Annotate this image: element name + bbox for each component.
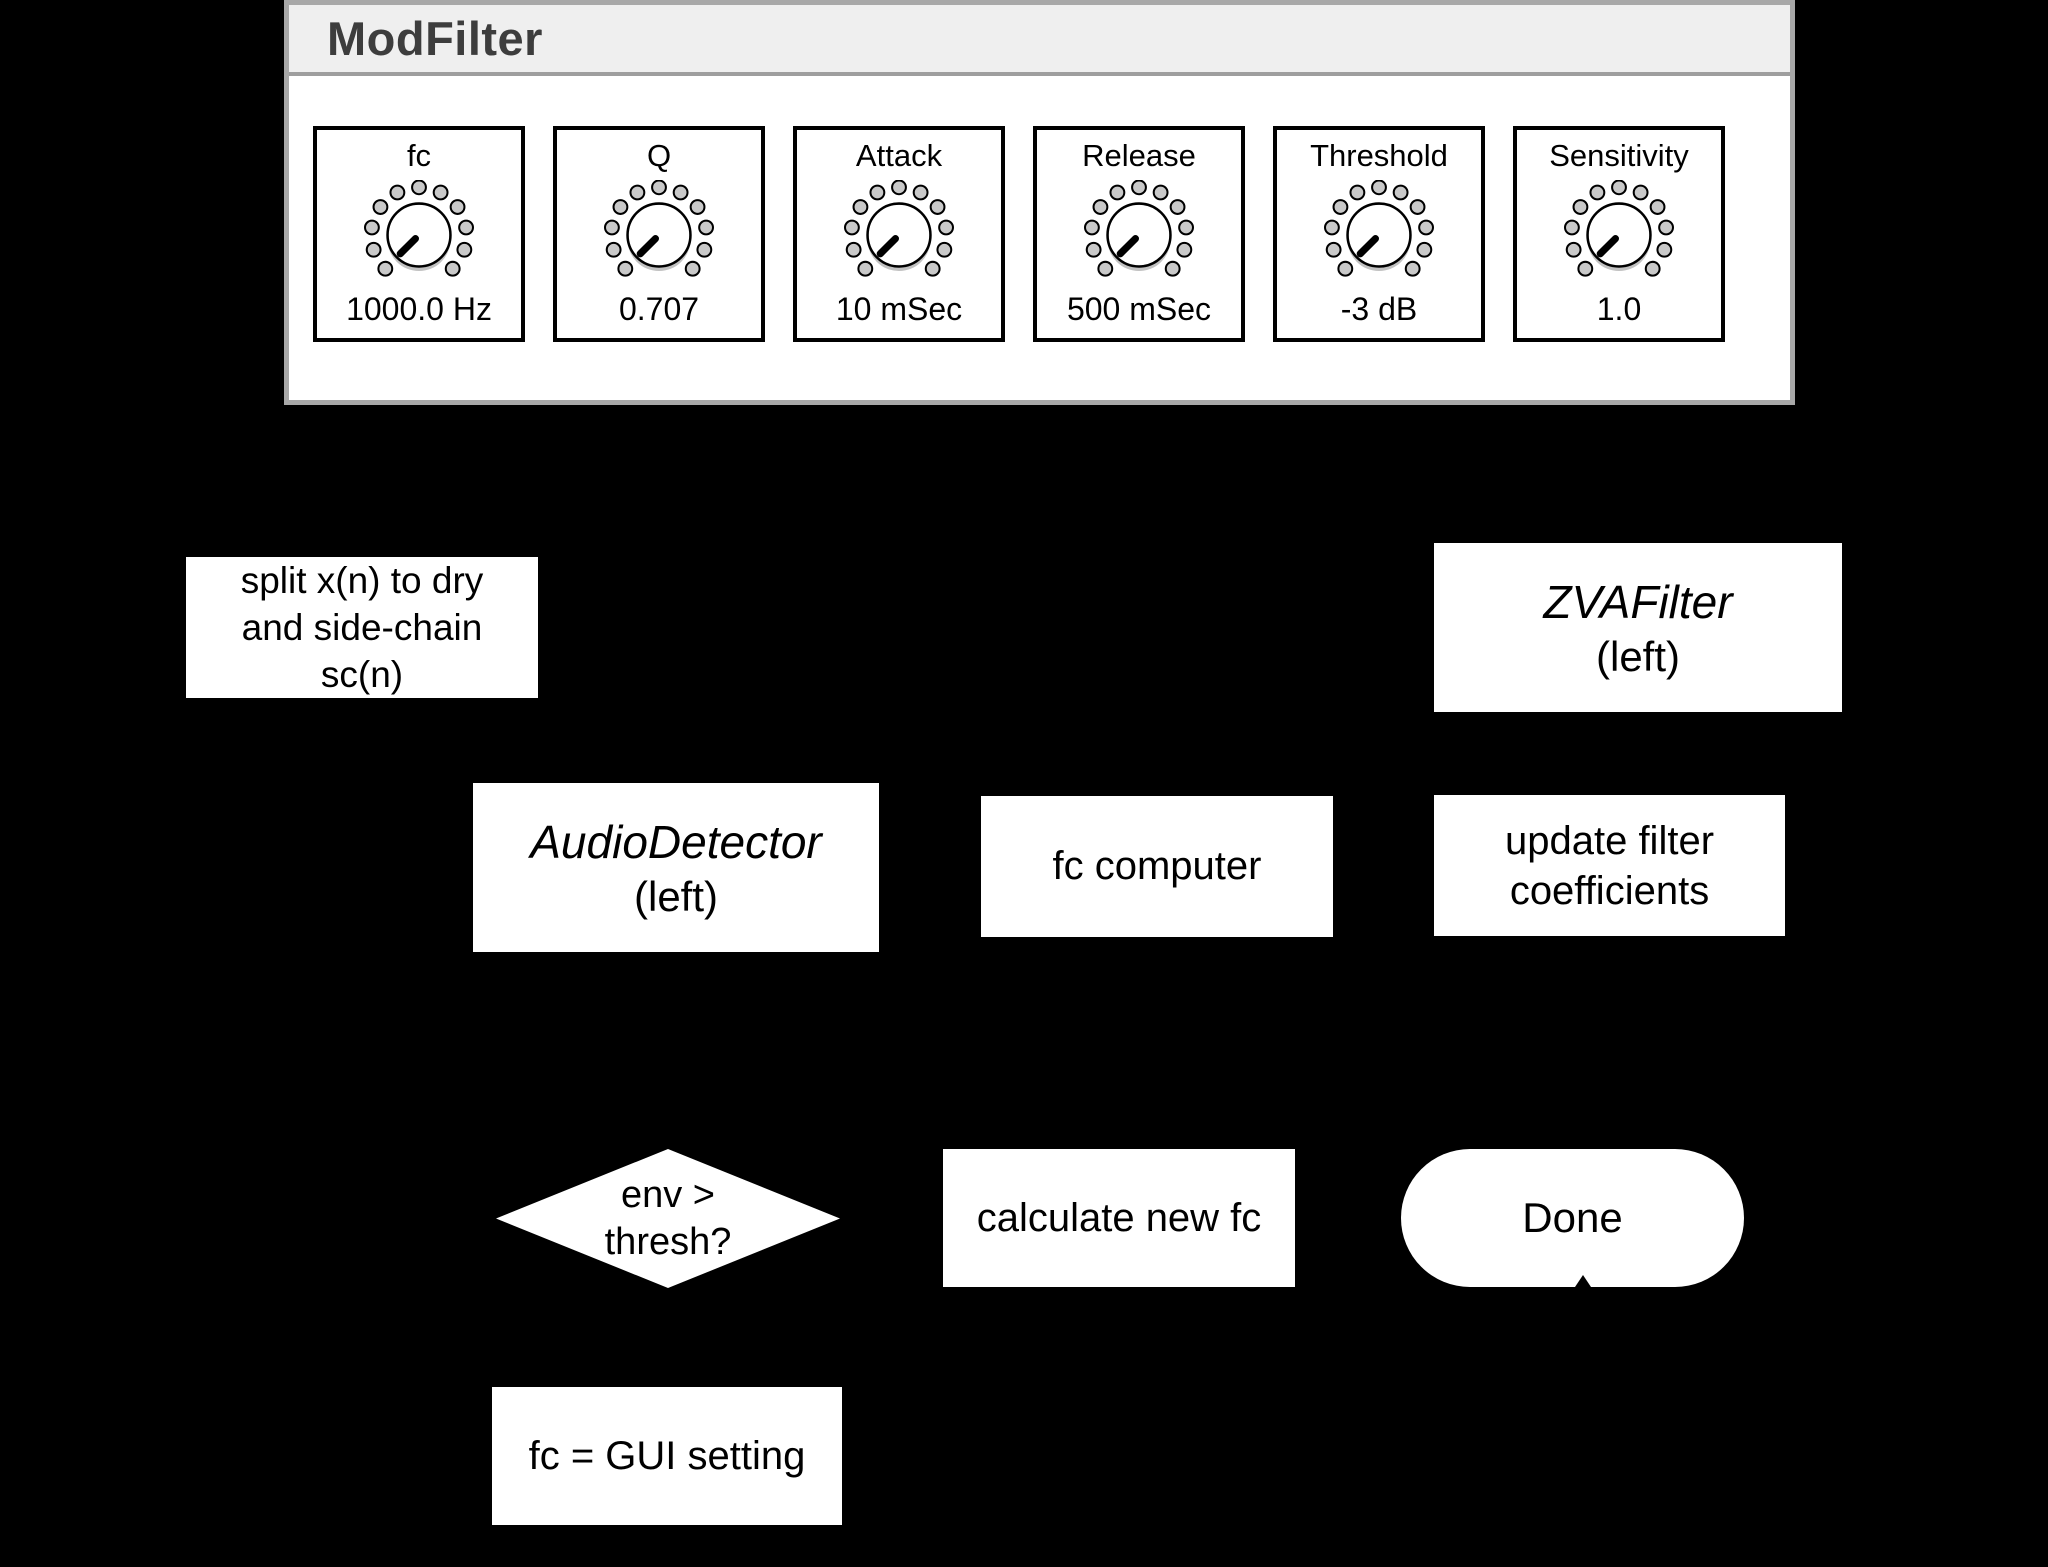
calculate-label: calculate new fc bbox=[976, 1195, 1262, 1240]
knob-label: fc bbox=[406, 138, 432, 173]
flow-node-fc-computer: fc computer bbox=[981, 796, 1333, 937]
knob-icon[interactable] bbox=[1070, 180, 1208, 286]
flow-node-audiodetector: AudioDetector (left) bbox=[473, 783, 879, 952]
flow-node-calculate-fc: calculate new fc bbox=[943, 1149, 1295, 1287]
flow-node-decision-diamond: env > thresh? bbox=[496, 1149, 840, 1288]
knob-sensitivity: Sensitivity 1.0 bbox=[1513, 126, 1725, 342]
knob-value: 1.0 bbox=[1596, 291, 1642, 327]
knob-value: 1000.0 Hz bbox=[346, 291, 492, 327]
knob-value: 10 mSec bbox=[835, 291, 963, 327]
knob-value: 500 mSec bbox=[1066, 291, 1212, 327]
split-line-1: split x(n) to dry bbox=[240, 560, 484, 601]
modfilter-panel: ModFilter fc 1000.0 Hz Q 0.707 Attack 10… bbox=[284, 0, 1795, 405]
knob-label: Release bbox=[1082, 138, 1196, 173]
knob-icon[interactable] bbox=[350, 180, 488, 286]
decision-line-1: env > bbox=[620, 1173, 716, 1216]
knob-icon[interactable] bbox=[1310, 180, 1448, 286]
knob-attack: Attack 10 mSec bbox=[793, 126, 1005, 342]
knob-release: Release 500 mSec bbox=[1033, 126, 1245, 342]
knob-fc: fc 1000.0 Hz bbox=[313, 126, 525, 342]
update-line-2: coefficients bbox=[1509, 868, 1710, 913]
audiodetector-name: AudioDetector bbox=[530, 815, 822, 868]
knob-icon[interactable] bbox=[1550, 180, 1688, 286]
fc-computer-label: fc computer bbox=[1052, 844, 1262, 888]
knob-label: Threshold bbox=[1310, 138, 1448, 173]
knob-q: Q 0.707 bbox=[553, 126, 765, 342]
decision-line-2: thresh? bbox=[604, 1220, 732, 1263]
zvafilter-name: ZVAFilter bbox=[1543, 575, 1733, 628]
flow-node-zvafilter: ZVAFilter (left) bbox=[1434, 543, 1842, 712]
arrowhead-notch bbox=[1575, 1275, 1591, 1287]
knob-value: -3 dB bbox=[1340, 291, 1418, 327]
knob-threshold: Threshold -3 dB bbox=[1273, 126, 1485, 342]
knob-label: Sensitivity bbox=[1549, 138, 1689, 173]
flow-node-fc-gui-setting: fc = GUI setting bbox=[492, 1387, 842, 1525]
knob-label: Attack bbox=[855, 138, 943, 173]
knob-value: 0.707 bbox=[618, 291, 700, 327]
knob-label: Q bbox=[646, 138, 672, 173]
split-line-2: and side-chain bbox=[241, 607, 483, 648]
update-line-1: update filter bbox=[1504, 818, 1715, 863]
zvafilter-sub: (left) bbox=[1596, 632, 1680, 680]
flow-node-update-coefficients: update filter coefficients bbox=[1434, 795, 1785, 936]
knob-icon[interactable] bbox=[830, 180, 968, 286]
audiodetector-sub: (left) bbox=[634, 872, 718, 920]
done-label: Done bbox=[1522, 1194, 1623, 1241]
knob-row: fc 1000.0 Hz Q 0.707 Attack 10 mSec Rele… bbox=[313, 126, 1725, 342]
split-line-3: sc(n) bbox=[320, 654, 404, 695]
fc-gui-label: fc = GUI setting bbox=[528, 1433, 806, 1478]
panel-title: ModFilter bbox=[327, 12, 543, 65]
flow-node-split: split x(n) to dry and side-chain sc(n) bbox=[186, 557, 538, 698]
panel-titlebar: ModFilter bbox=[289, 5, 1790, 76]
knob-icon[interactable] bbox=[590, 180, 728, 286]
flow-node-done: Done bbox=[1401, 1149, 1744, 1287]
